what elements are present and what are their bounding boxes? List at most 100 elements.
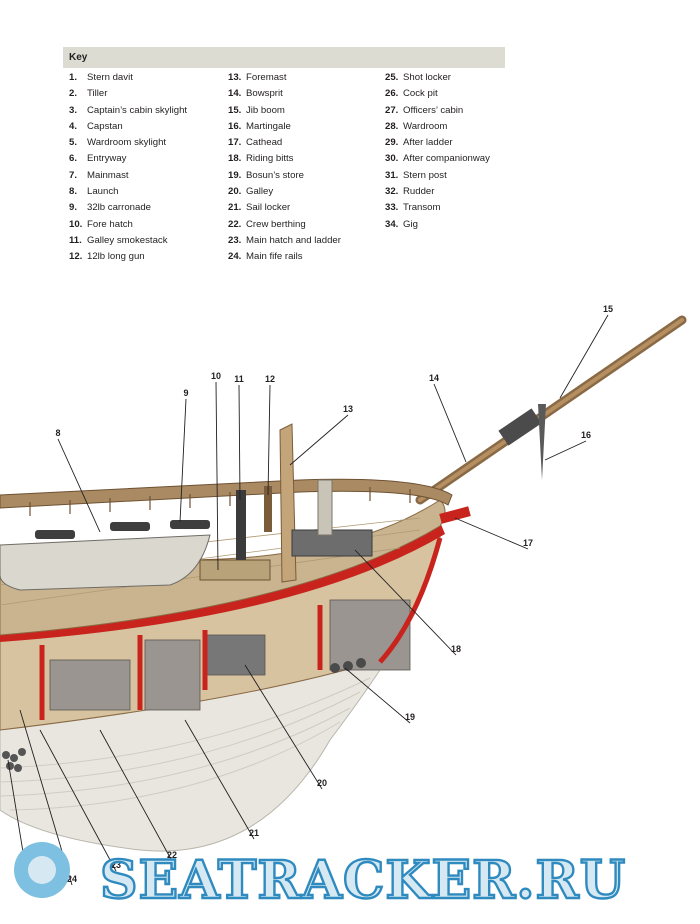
key-item: 33.Transom <box>385 202 490 218</box>
key-item-label: Tiller <box>87 88 108 100</box>
key-item-label: 32lb carronade <box>87 202 152 214</box>
callout-leader-line <box>244 664 323 790</box>
key-item-number: 32. <box>385 186 399 198</box>
key-item-label: After companionway <box>403 153 490 165</box>
key-item: 32.Rudder <box>385 186 490 202</box>
callout-leader-line <box>39 729 117 872</box>
key-item-label: Main hatch and ladder <box>246 234 341 246</box>
key-item: 15. Jib boom <box>228 105 341 121</box>
callout-leader-line <box>344 667 411 724</box>
key-item-label: Jib boom <box>246 104 285 116</box>
key-item: 18.Riding bitts <box>228 153 341 169</box>
key-item-number: 9. <box>69 202 78 214</box>
key-item-label: Gig <box>403 218 418 230</box>
callout-leader-line <box>289 414 349 466</box>
key-item-label: Wardroom skylight <box>87 137 167 149</box>
key-item: 13.Foremast <box>228 72 341 88</box>
key-item-number: 4. <box>69 120 78 132</box>
key-item-number: 1. <box>69 72 78 83</box>
callout-number: 9 <box>183 388 188 398</box>
key-item-label: Stern post <box>403 169 447 181</box>
callout-leader-line <box>559 314 609 399</box>
callout-leader-line <box>544 440 587 461</box>
key-item-label: Cathead <box>246 137 283 149</box>
key-item-number: 22. <box>228 218 242 230</box>
key-item-number: 23. <box>228 234 242 246</box>
callout-number: 19 <box>405 712 415 722</box>
key-item-number: 19. <box>228 169 242 181</box>
key-panel: Key 1. Stern davit 2. Tiller 3. Captain’s cab… <box>63 47 505 268</box>
key-item-label: Galley <box>246 186 274 198</box>
key-item-label: Bosun’s store <box>246 169 304 181</box>
key-item-number: 8. <box>69 186 78 198</box>
key-item-number: 25. <box>385 72 399 83</box>
key-item: 11.Galley smokestack <box>69 235 187 251</box>
key-item-label: Galley smokestack <box>87 234 168 246</box>
launch-boat <box>0 534 211 591</box>
key-item: 10.Fore hatch <box>69 219 187 235</box>
key-column-1: 1. Stern davit 2. Tiller 3. Captain’s cabin s… <box>69 72 187 268</box>
key-item-label: Launch <box>87 186 119 198</box>
key-item: 19. Bosun’s store <box>228 170 341 186</box>
key-item-number: 12. <box>69 251 83 263</box>
key-item-number: 24. <box>228 251 242 263</box>
key-item-label: Capstan <box>87 120 123 132</box>
callout-leader-line <box>433 383 467 463</box>
callout-leader-line <box>184 719 255 840</box>
key-item: 26.Cock pit <box>385 88 490 104</box>
key-item: 24.Main fife rails <box>228 251 341 267</box>
key-item: 2. Tiller <box>69 88 187 104</box>
key-item: 23. Main hatch and ladder <box>228 235 341 251</box>
key-item-number: 17. <box>228 137 242 149</box>
key-item-label: Transom <box>403 202 441 214</box>
key-item: 28.Wardroom <box>385 121 490 137</box>
key-item-label: Wardroom <box>403 120 448 132</box>
key-item: 25.Shot locker <box>385 72 490 88</box>
callout-number: 8 <box>55 428 60 438</box>
key-item-number: 30. <box>385 153 399 165</box>
key-item: 7. Mainmast <box>69 170 187 186</box>
callout-number: 11 <box>234 374 244 384</box>
key-item: 14.Bowsprit <box>228 88 341 104</box>
callout-leader-line <box>215 381 219 571</box>
key-item: 12.12lb long gun <box>69 251 187 267</box>
key-item: 29.After ladder <box>385 137 490 153</box>
foremast <box>279 423 297 583</box>
callout-leader-line <box>267 384 271 496</box>
key-item-number: 21. <box>228 202 242 214</box>
callout-leader-line <box>179 398 187 523</box>
key-item: 3. Captain’s cabin skylight <box>69 105 187 121</box>
callout-number: 12 <box>265 374 275 384</box>
key-item-label: Foremast <box>246 72 287 83</box>
key-title: Key <box>63 47 505 68</box>
key-item-number: 14. <box>228 88 242 100</box>
callout-number: 21 <box>249 828 259 838</box>
callout-number: 23 <box>111 860 121 870</box>
key-item-label: Crew berthing <box>246 218 306 230</box>
key-item-number: 10. <box>69 218 83 230</box>
key-item-number: 2. <box>69 88 78 100</box>
key-item-number: 16. <box>228 120 242 132</box>
callout-number: 18 <box>451 644 461 654</box>
key-item-number: 15. <box>228 104 242 116</box>
watermark-text: SEATRACKER.RU <box>100 850 626 911</box>
shot-locker <box>2 748 26 772</box>
key-item-label: Mainmast <box>87 169 129 181</box>
key-item-label: Captain’s cabin skylight <box>87 104 188 116</box>
key-item-label: Entryway <box>87 153 127 165</box>
key-item-number: 3. <box>69 104 78 116</box>
callout-leader-line <box>99 729 173 862</box>
callout-number: 17 <box>523 538 533 548</box>
key-item: 4. Capstan <box>69 121 187 137</box>
key-item-number: 31. <box>385 169 399 181</box>
callout-number: 16 <box>581 430 591 440</box>
key-item: 30. After companionway <box>385 153 490 169</box>
key-item-label: Sail locker <box>246 202 291 214</box>
key-item-number: 7. <box>69 169 78 181</box>
key-item-number: 34. <box>385 218 399 230</box>
key-item-label: Stern davit <box>87 72 133 83</box>
callout-leader-line <box>454 517 529 550</box>
key-item: 9. 32lb carronade <box>69 202 187 218</box>
key-item: 27.Officers’ cabin <box>385 105 490 121</box>
